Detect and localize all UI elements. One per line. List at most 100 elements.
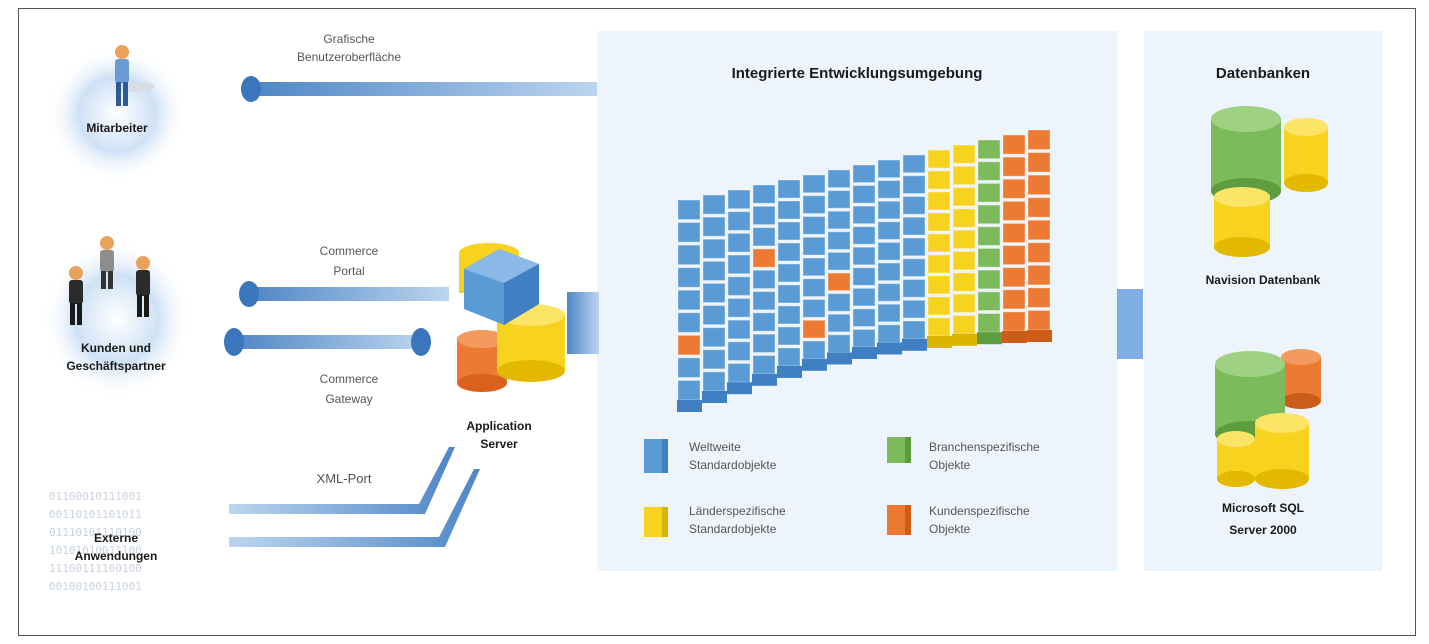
grid-cell (877, 303, 901, 323)
grid-cell (752, 269, 776, 290)
diagram-canvas: 0110001011100100110101101011011101011101… (42, 31, 1382, 593)
binary-data-graphic: 0110001011100100110101101011011101011101… (49, 490, 142, 593)
grid-cell (977, 269, 1001, 290)
grid-cell (1002, 178, 1026, 199)
grid-cell (877, 200, 901, 220)
grid-cell (877, 262, 901, 282)
grid-cell (977, 291, 1001, 312)
grid-cell (927, 233, 951, 253)
binary-row: 11100111100100 (49, 562, 142, 575)
grid-edge (852, 347, 877, 359)
ide-database-connector (1117, 289, 1143, 359)
grid-cell (952, 251, 976, 271)
binary-row: 00110101101011 (49, 508, 142, 521)
mssql-label-line2: Server 2000 (1229, 523, 1297, 537)
grid-cell (852, 328, 876, 348)
grid-cell (777, 284, 801, 304)
grid-cell (777, 179, 801, 199)
grid-cell (727, 189, 751, 210)
grid-cell (1002, 289, 1026, 310)
grid-cell (852, 226, 876, 245)
databases-title: Datenbanken (1215, 65, 1311, 82)
application-server-icon (457, 243, 565, 392)
grid-cell (852, 308, 876, 327)
gateway-label-line1: Commerce (319, 372, 379, 386)
grid-cell (1002, 200, 1026, 221)
grid-cell (852, 267, 876, 286)
grid-cell (1027, 219, 1051, 241)
grid-cell (902, 237, 926, 257)
grid-cell (702, 216, 726, 237)
navision-db-label: Navision Datenbank (1205, 273, 1321, 287)
customers-label-line2: Geschäftspartner (66, 359, 166, 373)
legend-worldwide-line1: Weltweite (689, 440, 741, 454)
grid-cell (1027, 197, 1051, 218)
employees-halo (47, 46, 187, 182)
grid-cell (877, 180, 901, 199)
grid-cell (827, 334, 851, 353)
grid-cell (852, 287, 876, 307)
grid-cell (677, 312, 701, 333)
grid-cell (727, 363, 751, 383)
grid-edge (827, 352, 852, 365)
legend-customer-line2: Objekte (929, 522, 971, 536)
grid-cell (752, 291, 776, 311)
grid-cell (952, 165, 976, 186)
grid-cell (752, 184, 776, 204)
grid-cell (727, 297, 751, 318)
grid-cell (802, 216, 826, 235)
grid-cell (802, 278, 826, 298)
portal-label-line1: Commerce (319, 244, 379, 258)
grid-cell (727, 276, 751, 296)
grid-cell (777, 305, 801, 325)
grid-cell (902, 216, 926, 236)
grid-cell (827, 313, 851, 333)
grid-cell (802, 319, 826, 339)
grid-cell (702, 238, 726, 259)
legend-swatch-worldwide (644, 439, 668, 473)
grid-cell (777, 347, 801, 367)
grid-cell (1027, 242, 1051, 263)
grid-cell (752, 312, 776, 332)
grid-cell (852, 185, 876, 204)
grid-cell (802, 236, 826, 256)
grid-edge (677, 400, 702, 412)
grid-cell (927, 275, 951, 295)
grid-cell (777, 326, 801, 346)
grid-cell (777, 242, 801, 262)
grid-cell (1027, 129, 1051, 151)
grid-cell (1002, 245, 1026, 266)
grid-cell (777, 263, 801, 283)
grid-cell (927, 317, 951, 337)
customers-halo (42, 239, 192, 399)
grid-cell (727, 319, 751, 340)
gui-label-line2: Benutzeroberfläche (296, 50, 402, 64)
grid-cell (677, 289, 701, 311)
grid-cell (827, 251, 851, 271)
grid-cell (1027, 309, 1051, 331)
grid-cell (1027, 152, 1051, 173)
grid-cell (902, 196, 926, 215)
navision-database-icon (1211, 106, 1328, 257)
grid-cell (827, 272, 851, 292)
gui-connector (241, 76, 597, 102)
grid-cell (702, 305, 726, 326)
grid-cell (877, 283, 901, 302)
grid-cell (927, 296, 951, 316)
grid-cell (727, 211, 751, 231)
legend-country-line1: Länderspezifische (689, 504, 786, 518)
gateway-label-line2: Gateway (325, 392, 373, 406)
grid-cell (1027, 174, 1051, 196)
legend-country-line2: Standardobjekte (689, 522, 777, 536)
grid-cell (927, 254, 951, 274)
grid-cell (702, 282, 726, 304)
grid-cell (977, 313, 1001, 333)
grid-cell (1002, 267, 1026, 288)
legend-customer-line1: Kundenspezifische (929, 504, 1030, 518)
grid-cell (1002, 311, 1026, 332)
grid-cell (877, 324, 901, 343)
portal-label-line2: Portal (333, 264, 365, 278)
grid-cell (752, 227, 776, 247)
grid-cell (927, 191, 951, 211)
grid-cell (702, 327, 726, 348)
